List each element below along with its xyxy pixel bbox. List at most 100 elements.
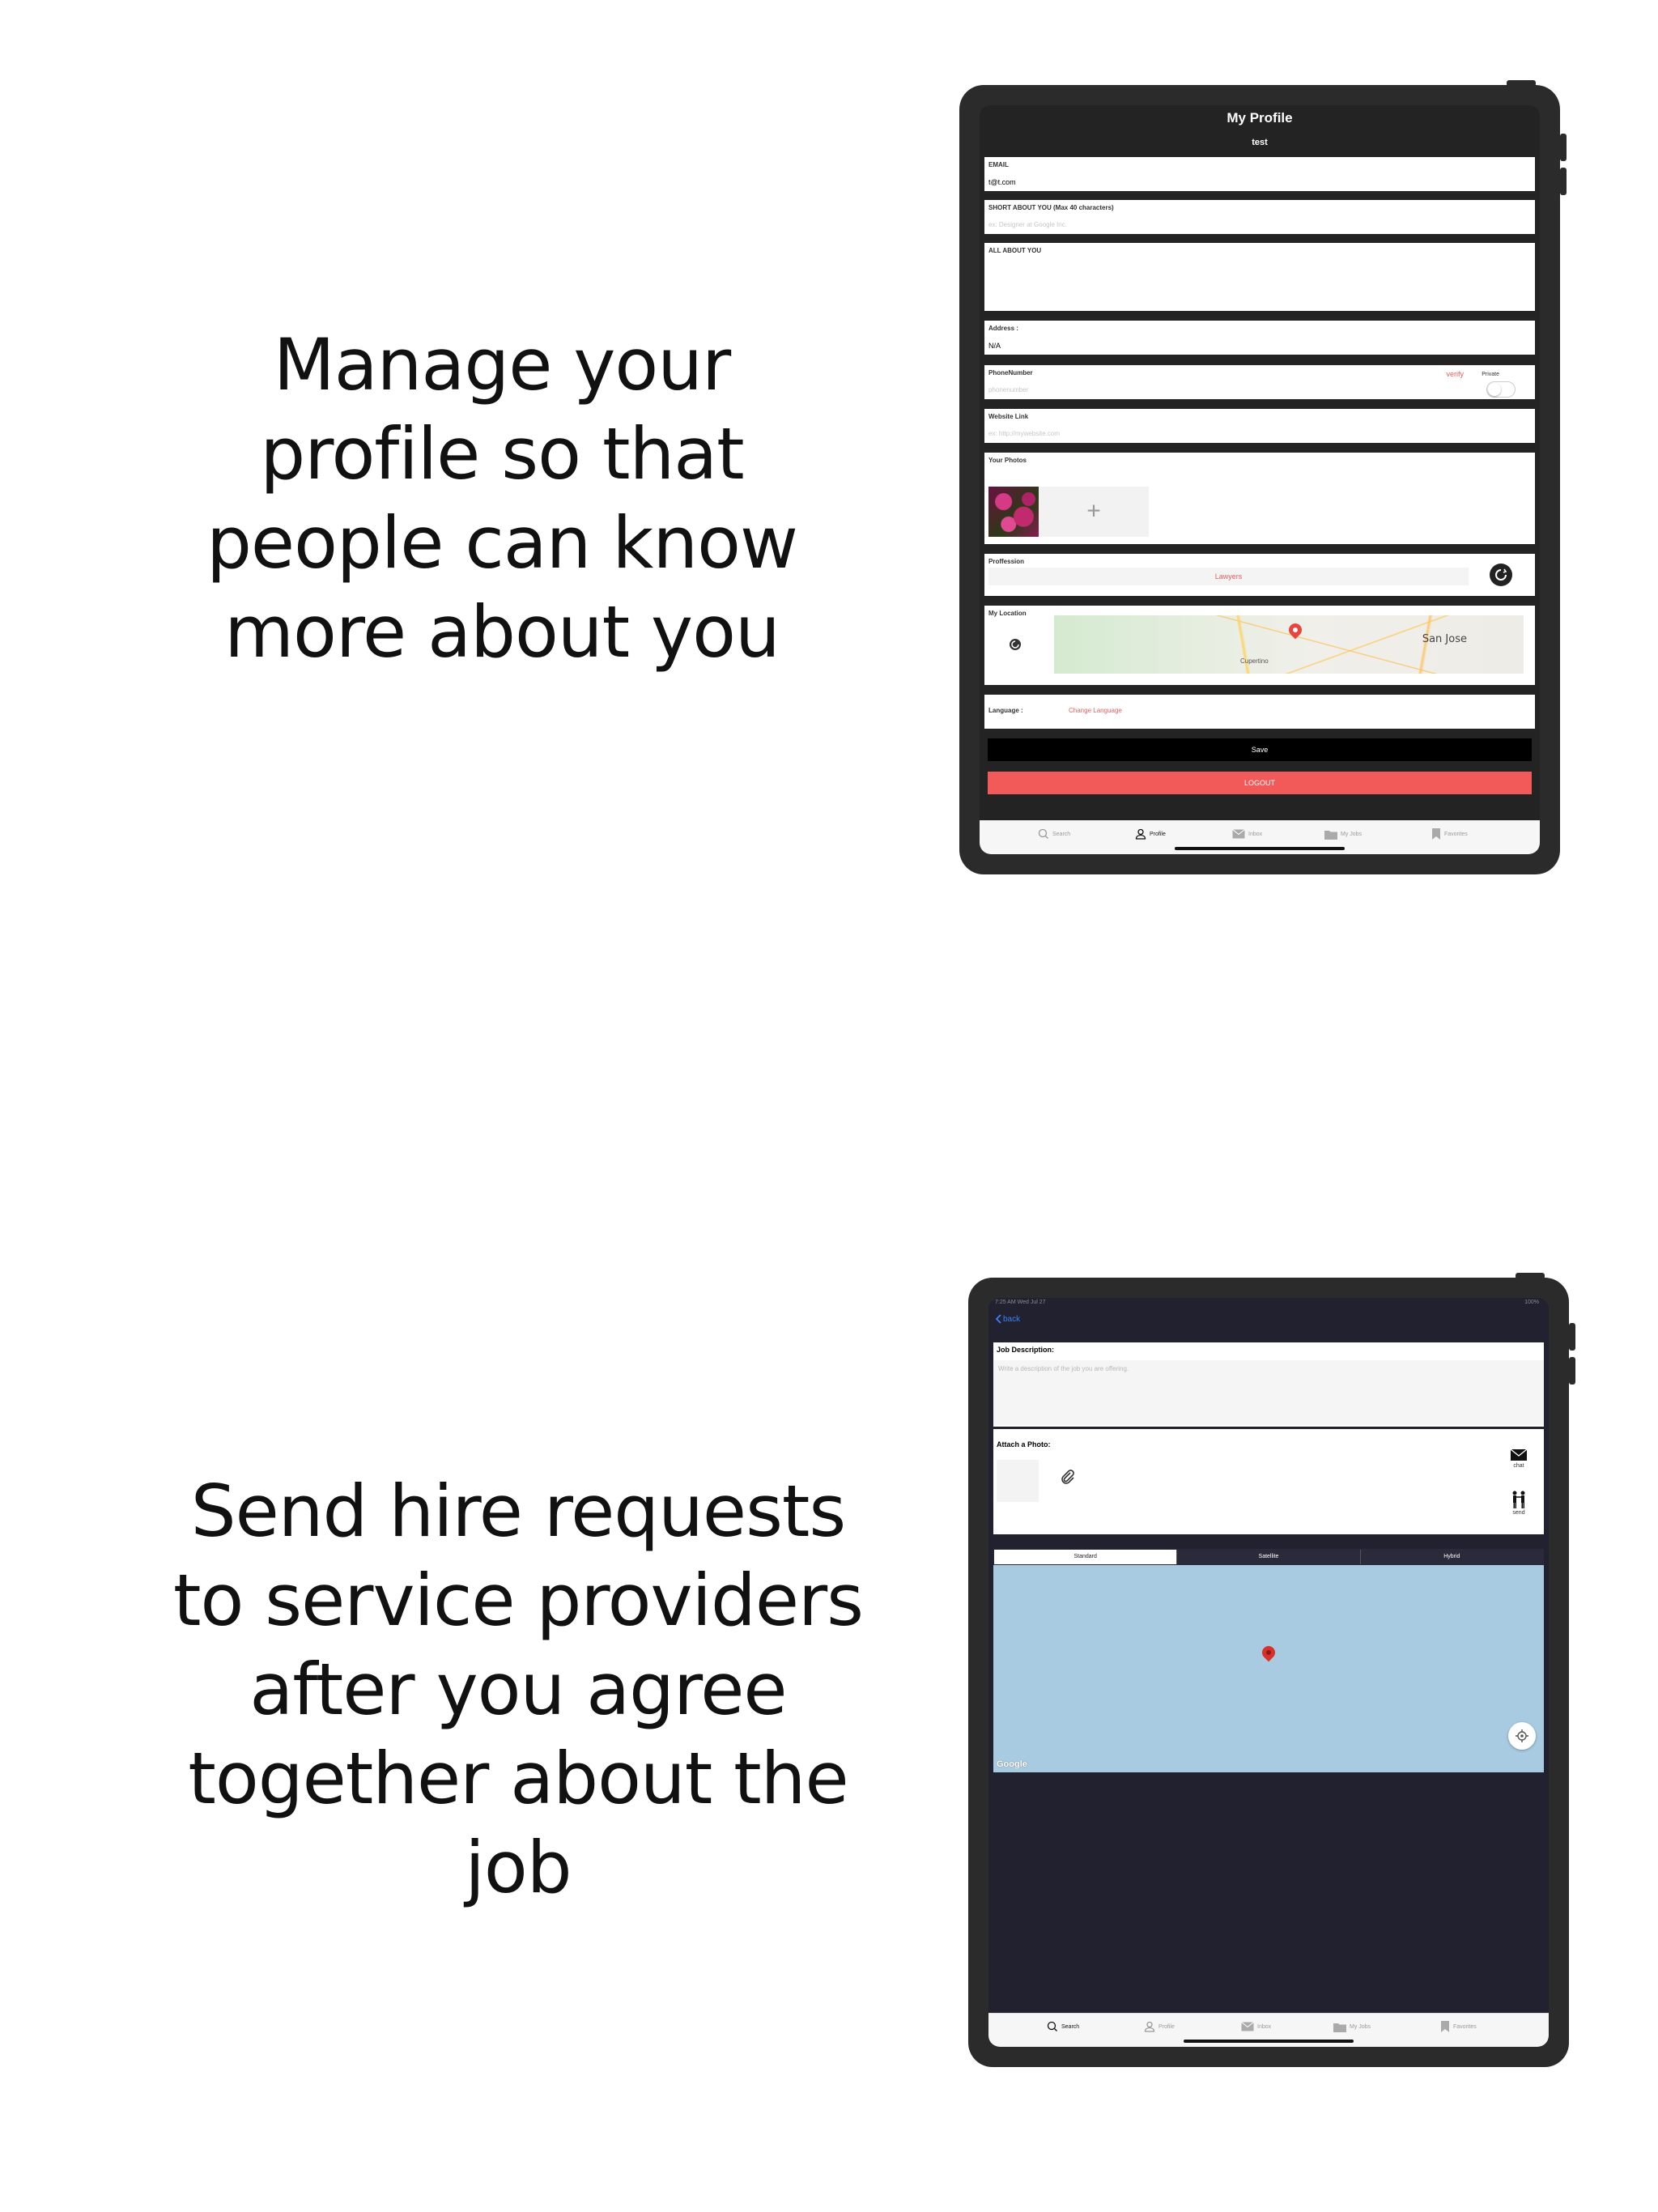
location-map[interactable]: San Jose Cupertino <box>1054 615 1524 674</box>
all-about-field[interactable]: ALL ABOUT YOU <box>984 243 1535 311</box>
locate-refresh-icon[interactable] <box>1005 635 1025 654</box>
profession-select[interactable]: Lawyers <box>988 568 1469 585</box>
envelope-icon <box>1232 829 1245 839</box>
map-pin-icon <box>1259 1643 1278 1662</box>
tab-search[interactable]: Search <box>1038 826 1070 842</box>
tab-search[interactable]: Search <box>1047 2018 1079 2035</box>
headline-hire: Send hire requests to service providers … <box>172 1470 864 1909</box>
tab-profile[interactable]: Profile <box>1135 826 1166 842</box>
add-photo-button[interactable]: + <box>1039 487 1149 537</box>
plus-icon: + <box>1086 497 1101 525</box>
tab-label: Favorites <box>1453 2023 1477 2030</box>
verify-link[interactable]: verify <box>1446 370 1464 378</box>
crosshair-icon <box>1516 1729 1528 1742</box>
location-label: My Location <box>988 610 1027 617</box>
map-type-satellite[interactable]: Satellite <box>1176 1550 1360 1564</box>
tablet-profile: My Profile test EMAIL t@t.com SHORT ABOU… <box>959 80 1567 874</box>
short-about-placeholder: ex: Designer at Google Inc. <box>988 221 1067 228</box>
page-title: My Profile <box>1226 110 1293 125</box>
chat-label: chat <box>1513 1463 1524 1469</box>
tab-label: Profile <box>1158 2023 1175 2030</box>
all-about-label: ALL ABOUT YOU <box>988 247 1042 254</box>
tab-label: Search <box>1052 831 1071 837</box>
search-icon <box>1047 2021 1057 2031</box>
photo-placeholder[interactable] <box>997 1460 1039 1502</box>
tab-label: Inbox <box>1248 831 1263 837</box>
folder-icon <box>1324 830 1337 840</box>
tab-favorites[interactable]: Favorites <box>1440 2018 1477 2035</box>
photos-label: Your Photos <box>988 457 1027 464</box>
job-location-map[interactable]: Standard Satellite Hybrid Google <box>993 1549 1544 1772</box>
short-about-field[interactable]: SHORT ABOUT YOU (Max 40 characters) ex: … <box>984 200 1535 234</box>
attach-photo-label: Attach a Photo: <box>997 1440 1051 1448</box>
tab-my-jobs[interactable]: My Jobs <box>1333 2018 1371 2035</box>
envelope-icon <box>1510 1448 1528 1461</box>
tab-profile[interactable]: Profile <box>1144 2018 1175 2035</box>
tab-label: Inbox <box>1257 2023 1272 2030</box>
home-indicator <box>1184 2040 1354 2043</box>
map-type-selector: Standard Satellite Hybrid <box>993 1549 1544 1565</box>
language-label: Language : <box>988 707 1023 714</box>
back-button[interactable]: back <box>995 1314 1020 1324</box>
tab-bar: Search Profile Inbox My Jobs Favorites <box>988 2013 1549 2047</box>
tab-label: My Jobs <box>1341 831 1363 837</box>
location-field: My Location San Jose Cupertino <box>984 606 1535 685</box>
website-placeholder: ex: http://mywebsite.com <box>988 430 1061 437</box>
profession-label: Proffession <box>988 558 1025 565</box>
person-icon <box>1144 2021 1155 2032</box>
address-value: N/A <box>988 342 1001 350</box>
person-icon <box>1135 828 1146 840</box>
send-button[interactable]: send <box>1507 1491 1531 1516</box>
bookmark-icon <box>1432 828 1440 840</box>
chat-button[interactable]: chat <box>1507 1448 1531 1469</box>
job-description-input[interactable]: Write a description of the job you are o… <box>993 1360 1544 1425</box>
status-time: 7:25 AM Wed Jul 27 <box>995 1300 1046 1305</box>
folder-icon <box>1333 2023 1346 2032</box>
photo-thumbnail[interactable] <box>988 487 1039 537</box>
back-label: back <box>1003 1314 1021 1324</box>
tab-inbox[interactable]: Inbox <box>1232 826 1262 842</box>
logout-button[interactable]: LOGOUT <box>988 772 1532 794</box>
job-description-card: Job Description: Write a description of … <box>993 1342 1544 1427</box>
people-icon <box>1512 1491 1525 1508</box>
home-indicator <box>1175 847 1345 850</box>
tab-label: Profile <box>1150 831 1166 837</box>
change-language-link[interactable]: Change Language <box>1069 707 1122 714</box>
phone-field[interactable]: PhoneNumber phonenumber verify Private <box>984 365 1535 399</box>
search-icon <box>1038 828 1048 839</box>
private-label: Private <box>1482 372 1499 377</box>
map-nearby-label: Cupertino <box>1240 657 1269 665</box>
language-row: Language : Change Language <box>984 695 1535 729</box>
tab-label: Search <box>1061 2023 1080 2030</box>
address-label: Address : <box>988 325 1018 332</box>
job-description-label: Job Description: <box>997 1346 1055 1354</box>
photos-section: Your Photos + <box>984 453 1535 544</box>
tab-my-jobs[interactable]: My Jobs <box>1324 826 1362 842</box>
tablet-job-request: 7:25 AM Wed Jul 27 100% back Job Descrip… <box>968 1273 1575 2067</box>
bookmark-icon <box>1441 2021 1449 2032</box>
map-type-standard[interactable]: Standard <box>994 1550 1177 1564</box>
attach-photo-card: Attach a Photo: chat send <box>993 1429 1544 1534</box>
my-location-button[interactable] <box>1508 1722 1536 1750</box>
tab-inbox[interactable]: Inbox <box>1241 2018 1271 2035</box>
job-description-placeholder: Write a description of the job you are o… <box>998 1365 1129 1372</box>
email-label: EMAIL <box>988 161 1009 168</box>
send-label: send <box>1512 1510 1525 1516</box>
save-button[interactable]: Save <box>988 738 1532 761</box>
email-field[interactable]: EMAIL t@t.com <box>984 157 1535 191</box>
tab-label: My Jobs <box>1350 2023 1371 2030</box>
profession-field: Proffession Lawyers <box>984 554 1535 596</box>
paperclip-icon[interactable] <box>1060 1470 1076 1486</box>
tab-label: Favorites <box>1444 831 1468 837</box>
map-type-hybrid[interactable]: Hybrid <box>1359 1550 1543 1564</box>
map-pin-icon <box>1286 620 1305 640</box>
website-label: Website Link <box>988 413 1029 420</box>
google-logo: Google <box>997 1759 1027 1769</box>
tab-favorites[interactable]: Favorites <box>1431 826 1468 842</box>
refresh-icon[interactable] <box>1490 564 1512 586</box>
job-request-screen: 7:25 AM Wed Jul 27 100% back Job Descrip… <box>988 1298 1549 2047</box>
address-field[interactable]: Address : N/A <box>984 321 1535 355</box>
private-toggle[interactable] <box>1486 381 1516 398</box>
website-field[interactable]: Website Link ex: http://mywebsite.com <box>984 409 1535 443</box>
username: test <box>1252 138 1268 147</box>
